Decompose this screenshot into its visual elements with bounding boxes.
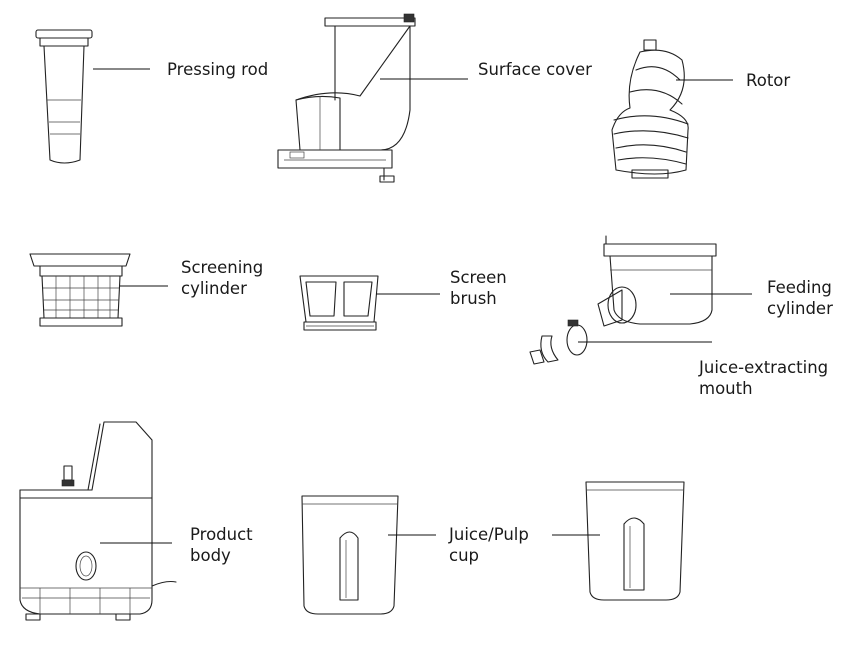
feeding-cylinder-label-line-1: Feeding (767, 278, 832, 297)
feeding-cylinder-label-line-2: cylinder (767, 299, 833, 318)
juice-extracting-mouth-label-line-2: mouth (699, 379, 753, 398)
screening-cylinder-label-line-1: Screening (181, 258, 264, 277)
surface-cover-label-line-1: Surface cover (478, 60, 592, 79)
screening-cylinder-drawing (29, 253, 131, 327)
product-body-label: Product body (190, 524, 253, 566)
screen-brush-label: Screen brush (450, 267, 507, 309)
screening-cylinder-label-line-2: cylinder (181, 279, 247, 298)
screen-brush-label-line-2: brush (450, 289, 497, 308)
juice-pulp-cup-label-line-2: cup (449, 546, 480, 565)
pressing-rod-label: Pressing rod (167, 59, 268, 80)
pressing-rod-drawing (35, 29, 93, 164)
product-body-label-line-2: body (190, 546, 231, 565)
rotor-label-line-1: Rotor (746, 71, 791, 90)
juice-extracting-mouth-label-line-1: Juice-extracting (699, 358, 829, 377)
surface-cover-label: Surface cover (478, 59, 592, 80)
rotor-label: Rotor (746, 70, 790, 91)
juice-pulp-cup-label: Juice/Pulp cup (449, 524, 529, 566)
pressing-rod-label-line-1: Pressing rod (167, 60, 269, 79)
pulp-cup-drawing (585, 481, 685, 601)
product-body-label-line-1: Product (190, 525, 253, 544)
rotor-drawing (611, 39, 689, 179)
screen-brush-drawing (299, 275, 379, 331)
screen-brush-label-line-1: Screen (450, 268, 507, 287)
feeding-cylinder-drawing (529, 235, 717, 365)
surface-cover-drawing (277, 13, 416, 183)
juice-extracting-mouth-label: Juice-extracting mouth (699, 357, 828, 399)
product-body-drawing (19, 421, 177, 621)
juice-cup-drawing (301, 495, 399, 615)
juice-pulp-cup-label-line-1: Juice/Pulp (449, 525, 529, 544)
feeding-cylinder-label: Feeding cylinder (767, 277, 833, 319)
screening-cylinder-label: Screening cylinder (181, 257, 263, 299)
